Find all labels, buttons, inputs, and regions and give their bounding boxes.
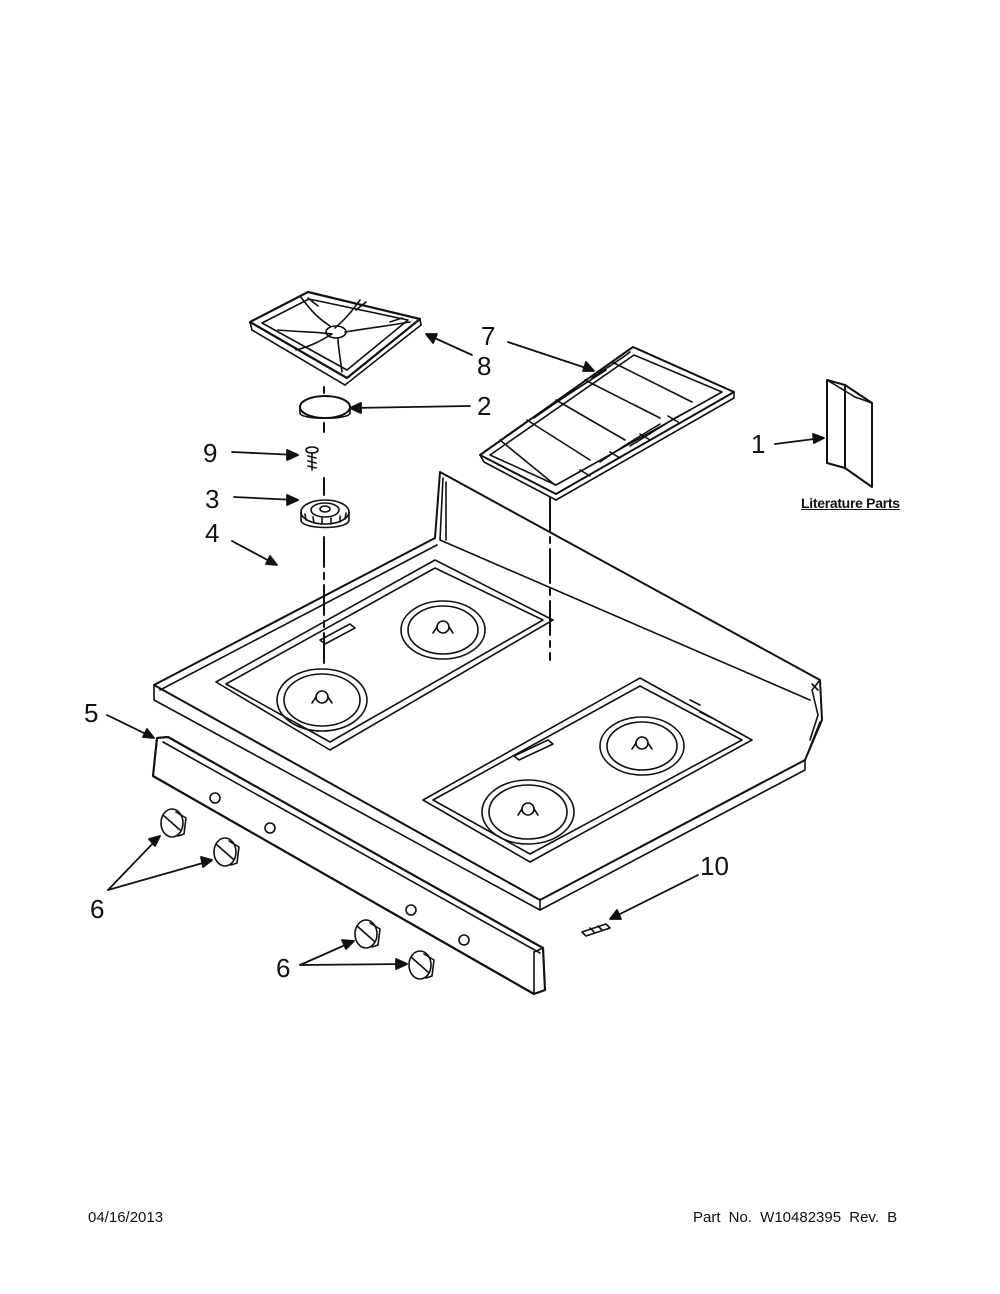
callout-4: 4 xyxy=(205,518,220,548)
footer-date: 04/16/2013 xyxy=(88,1209,164,1226)
literature-booklet xyxy=(826,379,873,488)
callout-5: 5 xyxy=(84,698,99,728)
callout-2: 2 xyxy=(477,391,492,421)
literature-parts-label: Literature Parts xyxy=(801,495,900,511)
callout-1: 1 xyxy=(751,429,766,459)
knob xyxy=(160,808,187,838)
callout-9: 9 xyxy=(203,438,218,468)
knob xyxy=(213,837,240,867)
callout-8: 8 xyxy=(477,351,492,381)
burner-cap xyxy=(299,395,351,420)
callout-6-left: 6 xyxy=(90,894,105,924)
knob xyxy=(354,919,381,949)
callout-6-right: 6 xyxy=(276,953,291,983)
callout-3: 3 xyxy=(205,484,220,514)
burner-grate xyxy=(248,290,422,386)
callout-7: 7 xyxy=(481,321,496,351)
control-panel xyxy=(151,735,547,996)
knob xyxy=(408,950,435,980)
footer-part-number: Part No. W10482395 Rev. B xyxy=(693,1209,898,1226)
retaining-clip xyxy=(581,923,611,937)
control-knobs xyxy=(160,808,435,980)
burner-base xyxy=(300,499,350,529)
callout-arrows xyxy=(106,333,825,970)
cooktop-panel xyxy=(153,471,823,911)
callout-10: 10 xyxy=(700,851,729,881)
side-grate xyxy=(479,346,735,501)
screw xyxy=(305,446,319,471)
